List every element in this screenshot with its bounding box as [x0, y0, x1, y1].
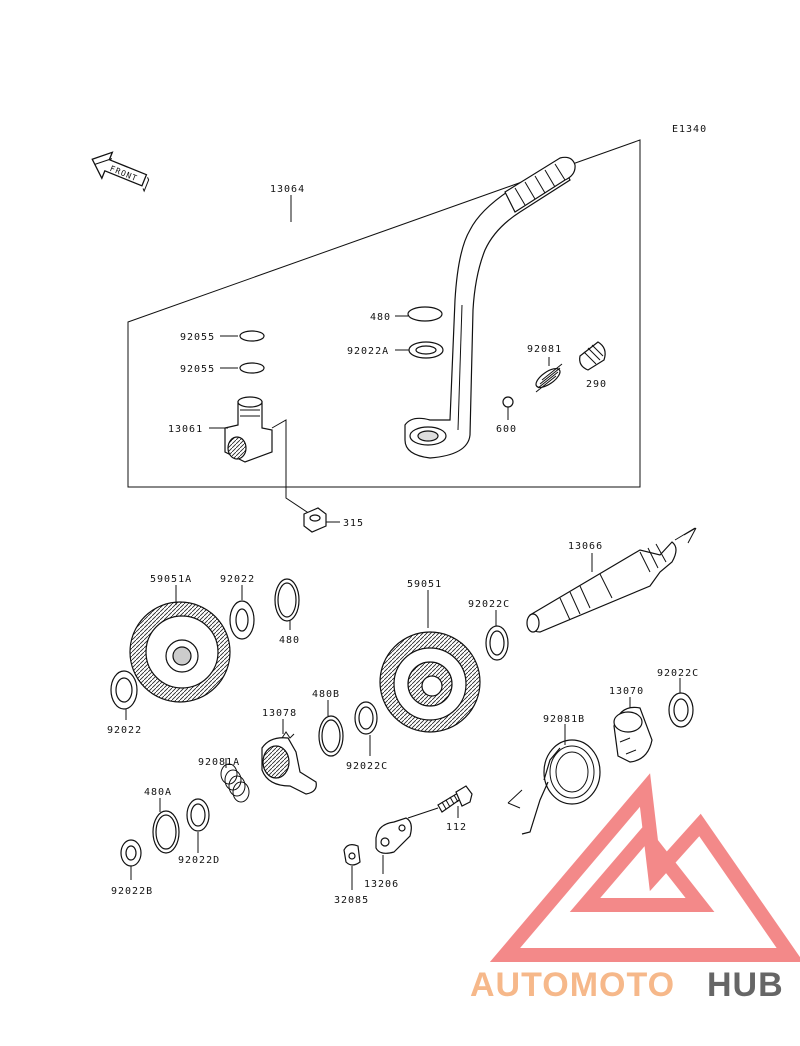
gear-59051A [129, 601, 231, 703]
label-112: 112 [446, 822, 467, 833]
automotohub-logo [489, 773, 800, 962]
ratchet-13078 [261, 731, 317, 795]
o-ring-92055-a [239, 330, 265, 342]
bolt-112 [437, 785, 473, 813]
lever-assembly-box [127, 139, 641, 488]
label-92022D: 92022D [178, 855, 220, 866]
label-315: 315 [343, 518, 364, 529]
gear-59051 [379, 631, 481, 733]
o-ring-92055-b [239, 362, 265, 374]
label-290: 290 [586, 379, 607, 390]
label-92022-left: 92022 [107, 725, 142, 736]
kick-shaft-13066 [526, 541, 677, 633]
watermark-text-part1: AUTOMOTO [470, 966, 675, 1004]
diagram-code: E1340 [672, 124, 707, 135]
ring-480-top [407, 306, 443, 322]
label-13066: 13066 [568, 541, 603, 552]
label-92022B: 92022B [111, 886, 153, 897]
label-59051A: 59051A [150, 574, 192, 585]
guide-13070 [613, 706, 653, 763]
label-92022C-b: 92022C [346, 761, 388, 772]
label-480B: 480B [312, 689, 340, 700]
label-480A: 480A [144, 787, 172, 798]
label-59051: 59051 [407, 579, 442, 590]
front-arrow-icon: FRONT [91, 151, 150, 193]
label-480-top: 480 [370, 312, 391, 323]
label-92022-top: 92022 [220, 574, 255, 585]
label-92081B: 92081B [543, 714, 585, 725]
watermark-text-part2: HUB [707, 966, 784, 1004]
stopper-13206 [375, 817, 412, 854]
kick-lever [404, 156, 576, 459]
label-32085: 32085 [334, 895, 369, 906]
label-92022C-c: 92022C [657, 668, 699, 679]
triangle-logo-icon [489, 773, 800, 962]
label-92022A: 92022A [347, 346, 389, 357]
spring-92081 [535, 363, 563, 393]
spring-92081A [220, 763, 250, 803]
label-13061: 13061 [168, 424, 203, 435]
label-480-mid: 480 [279, 635, 300, 646]
label-92055-b: 92055 [180, 364, 215, 375]
torsion-spring-92081B [521, 739, 601, 835]
clip-32085 [343, 844, 361, 866]
label-92022C-a: 92022C [468, 599, 510, 610]
label-92081A: 92081A [198, 757, 240, 768]
label-600: 600 [496, 424, 517, 435]
label-92055-a: 92055 [180, 332, 215, 343]
label-13078: 13078 [262, 708, 297, 719]
nut-315 [303, 507, 327, 533]
label-13070: 13070 [609, 686, 644, 697]
plunger-290 [579, 341, 606, 371]
label-92081: 92081 [527, 344, 562, 355]
ball-600 [502, 396, 514, 408]
label-13206: 13206 [364, 879, 399, 890]
shaft-boss-13061 [224, 396, 273, 463]
label-13064: 13064 [270, 184, 305, 195]
